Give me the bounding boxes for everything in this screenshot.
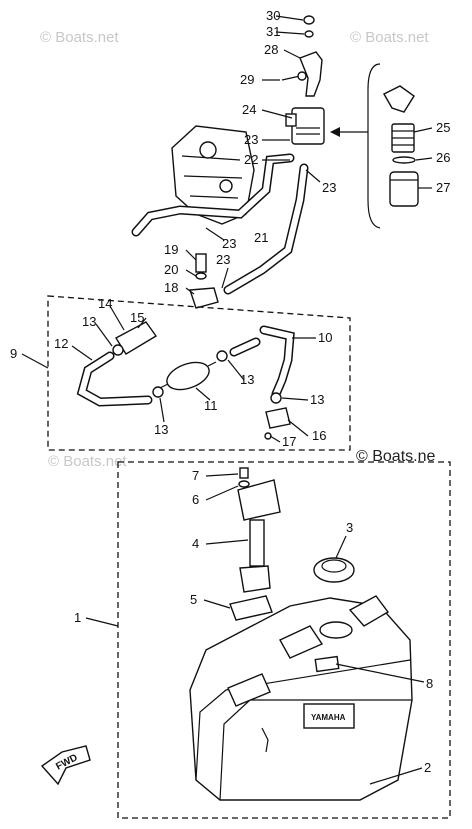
carburetor-outline [171,125,255,225]
tank-cap-part [313,557,355,583]
callout-31: 31 [266,24,280,39]
callout-16: 16 [312,428,326,443]
callout-9: 9 [10,346,17,361]
tank-brand-text: YAMAHA [311,713,346,722]
callout-30: 30 [266,8,280,23]
filter-cup-part [291,107,325,145]
callout-2: 2 [424,760,431,775]
screw-part [195,253,207,273]
callout-29: 29 [240,72,254,87]
washer-part [304,30,314,38]
callout-20: 20 [164,262,178,277]
callout-10: 10 [318,330,332,345]
callout-13-b: 13 [240,372,254,387]
callout-13-c: 13 [154,422,168,437]
fwd-arrow-icon: FWD [40,745,91,786]
callout-15: 15 [130,310,144,325]
clamp-part [216,350,228,362]
callout-4: 4 [192,536,199,551]
gasket-part [229,595,273,621]
screw-part [239,467,249,479]
bracket-part [299,51,323,97]
clamp-part [112,344,124,356]
callout-23-d: 23 [216,252,230,267]
nut-part [303,15,315,25]
callout-12: 12 [54,336,68,351]
callout-numbers: 30 31 28 29 24 23 22 23 25 26 27 23 21 2… [10,8,450,775]
callout-27: 27 [436,180,450,195]
joint-assembly [189,253,219,309]
callout-11: 11 [204,398,218,413]
washer-part [238,480,250,488]
callout-8: 8 [426,676,433,691]
fitting-part [265,407,291,429]
primer-bulb-part [166,361,210,391]
watermark-top-right: © Boats.net [350,29,429,46]
tank-brand-label [303,703,355,729]
callout-5: 5 [190,592,197,607]
callout-17: 17 [282,434,296,449]
callout-28: 28 [264,42,278,57]
bolt-head-part [297,71,307,81]
joint-part [189,287,219,309]
o-ring-part [392,156,416,164]
callout-24: 24 [242,102,256,117]
callout-1: 1 [74,610,81,625]
callout-23-a: 23 [244,132,258,147]
filter-head-part [383,85,415,113]
bolt-part [281,75,301,81]
fuel-filter-assembly [281,15,419,229]
detail-brace [367,63,381,229]
leader-lines [21,15,433,785]
callout-6: 6 [192,492,199,507]
callout-14: 14 [98,296,112,311]
washer-part [195,272,207,280]
callout-18: 18 [164,280,178,295]
filter-inlet-part [285,113,297,127]
callout-23-b: 23 [322,180,336,195]
clamp-part [270,392,282,404]
fuel-line-box [47,295,351,451]
fuel-gauge-part [237,479,281,593]
callout-13-a: 13 [82,314,96,329]
watermark-middle-right: © Boats.ne [356,448,435,465]
callout-19: 19 [164,242,178,257]
watermark-top-left: © Boats.net [40,29,119,46]
callout-25: 25 [436,120,450,135]
callout-13-d: 13 [310,392,324,407]
callout-21: 21 [254,230,268,245]
fuel-tank-part: YAMAHA [189,595,413,801]
callout-22: 22 [244,152,258,167]
callout-26: 26 [436,150,450,165]
watermark-middle-faint: © Boats.net [48,453,127,470]
callout-7: 7 [192,468,199,483]
callout-23-c: 23 [222,236,236,251]
filter-bowl-part [389,171,419,207]
clamp-part [152,386,164,398]
tank-box [117,461,451,819]
callout-3: 3 [346,520,353,535]
